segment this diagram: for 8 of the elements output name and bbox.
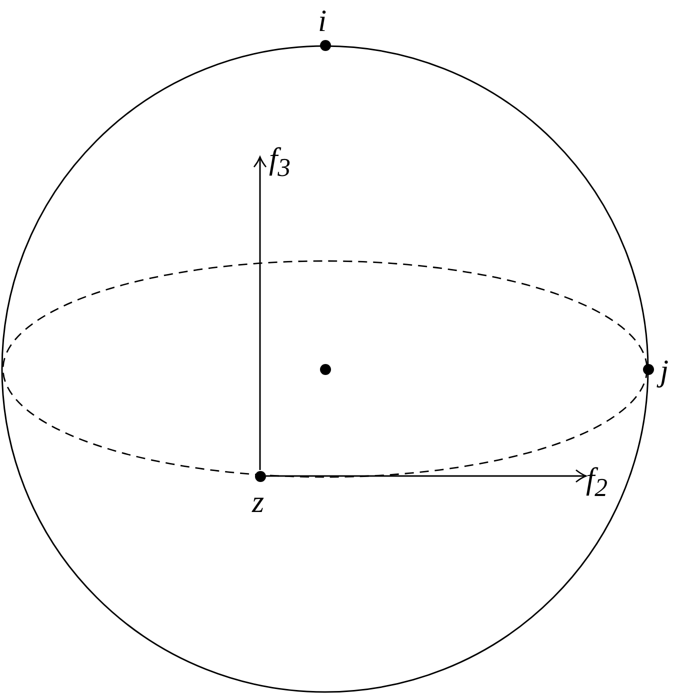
point-label: z: [252, 486, 264, 517]
point-dot: [254, 470, 266, 482]
point-dot: [642, 364, 654, 374]
vector-label: f$_{3}$: [269, 143, 291, 184]
point-label: i: [318, 5, 327, 36]
point-dot: [320, 364, 330, 374]
vector-label: f$_{2}$: [586, 463, 608, 504]
point-dot: [320, 40, 330, 50]
